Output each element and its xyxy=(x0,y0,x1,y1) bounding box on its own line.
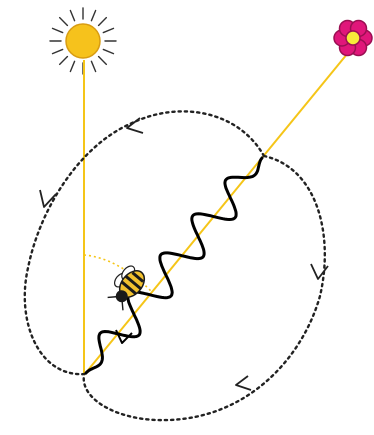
sun-ray xyxy=(53,49,63,53)
return-loop-left xyxy=(25,111,264,374)
flower-icon xyxy=(334,20,372,55)
flower-center xyxy=(346,31,360,45)
sun-disc xyxy=(66,24,100,58)
loop-arrow-bottom xyxy=(236,376,251,390)
sun-ray xyxy=(53,28,63,32)
sun-ray xyxy=(60,57,68,65)
sun-ray xyxy=(103,49,113,53)
sun-ray xyxy=(91,11,95,21)
sun-ray xyxy=(70,11,74,21)
sun-ray xyxy=(99,57,107,65)
sun-ray xyxy=(70,61,74,71)
sun-ray xyxy=(91,61,95,71)
sun-ray xyxy=(60,18,68,26)
sun-ray xyxy=(103,28,113,32)
flower-direction-line xyxy=(84,48,352,375)
loop-arrow-top-left xyxy=(127,118,143,133)
sun-ray xyxy=(99,18,107,26)
